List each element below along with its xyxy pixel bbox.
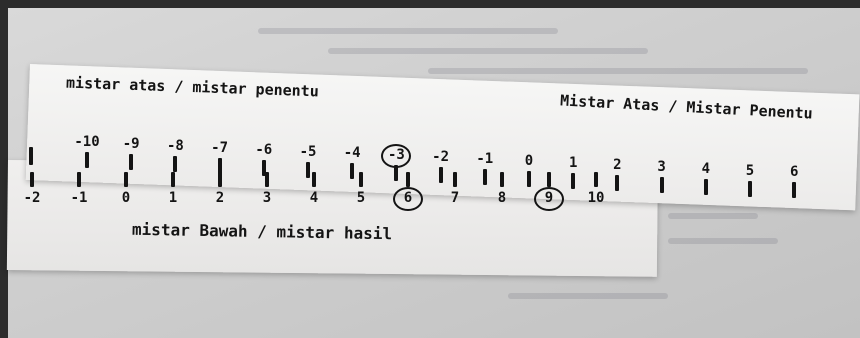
bottom-ruler-tick: [547, 172, 551, 187]
top-ruler-tick: [659, 176, 664, 193]
bottom-ruler-tick: [359, 172, 363, 187]
top-ruler-tick: [129, 153, 134, 170]
bottom-ruler-tick: [594, 172, 598, 187]
top-ruler-number: 3: [657, 158, 666, 175]
bottom-ruler-tick: [312, 172, 316, 187]
paper-text-line: [668, 213, 758, 219]
paper-text-line: [428, 68, 808, 74]
top-ruler-number: -1: [476, 151, 494, 168]
paper-text-line: [328, 48, 648, 54]
bottom-ruler-number: 0: [121, 190, 131, 206]
bottom-ruler-tick: [406, 172, 410, 187]
bottom-ruler-circle: [393, 187, 423, 211]
top-ruler-tick: [306, 161, 310, 178]
bottom-ruler-circle: [534, 187, 564, 211]
bottom-ruler-number: 7: [450, 190, 460, 206]
paper-text-line: [258, 28, 558, 34]
top-ruler-tick: [527, 171, 531, 187]
bottom-ruler-tick: [77, 172, 81, 187]
top-ruler-number: -9: [122, 135, 140, 152]
top-ruler-number: -8: [166, 137, 184, 154]
bottom-ruler-tick: [265, 172, 269, 187]
paper-text-line: [668, 238, 778, 244]
top-ruler-tick: [217, 157, 222, 174]
bottom-ruler-number: 1: [168, 190, 178, 206]
top-ruler-tick: [394, 165, 399, 182]
top-ruler-number: -2: [432, 149, 450, 166]
top-ruler-tick: [261, 159, 266, 176]
bottom-ruler-number: 10: [587, 190, 605, 206]
bottom-ruler-number: 5: [356, 190, 366, 206]
top-ruler-number: 5: [745, 162, 755, 179]
top-ruler-tick: [438, 167, 443, 184]
top-ruler-number: 2: [613, 156, 622, 173]
top-ruler-number: -7: [211, 139, 229, 156]
top-ruler-tick: [571, 172, 576, 189]
bottom-ruler-number: -1: [70, 190, 88, 206]
top-ruler-number: -10: [74, 134, 100, 150]
top-ruler-number: -6: [255, 141, 273, 158]
bottom-ruler-number: 4: [309, 190, 319, 206]
bottom-ruler-tick: [453, 172, 457, 187]
bottom-ruler-tick: [171, 172, 175, 187]
top-ruler-tick: [173, 155, 178, 172]
top-ruler-tick: [792, 182, 797, 199]
top-ruler-tick: [29, 147, 33, 165]
bottom-ruler-tick: [124, 172, 128, 187]
bottom-ruler-number: 8: [497, 190, 507, 206]
top-ruler-number: 0: [524, 153, 534, 169]
top-ruler-tick: [85, 152, 89, 168]
top-ruler-tick: [615, 174, 620, 191]
top-ruler-number: 4: [701, 160, 711, 177]
top-ruler-tick: [703, 178, 708, 195]
top-ruler-tick: [350, 163, 355, 180]
top-ruler-tick: [482, 169, 487, 186]
top-ruler-number: 6: [789, 164, 799, 181]
bottom-ruler-number: 2: [215, 190, 225, 206]
top-ruler-number: -5: [299, 143, 317, 160]
bottom-ruler-number: -2: [23, 190, 41, 206]
top-ruler-number: -4: [343, 145, 361, 162]
bottom-ruler-tick: [218, 172, 222, 187]
top-ruler-number: 1: [568, 154, 578, 171]
bottom-ruler-tick: [30, 172, 34, 187]
paper-text-line: [508, 293, 668, 299]
bottom-ruler-number: 3: [262, 190, 272, 206]
bottom-ruler-tick: [500, 172, 504, 187]
top-ruler-tick: [748, 180, 752, 197]
